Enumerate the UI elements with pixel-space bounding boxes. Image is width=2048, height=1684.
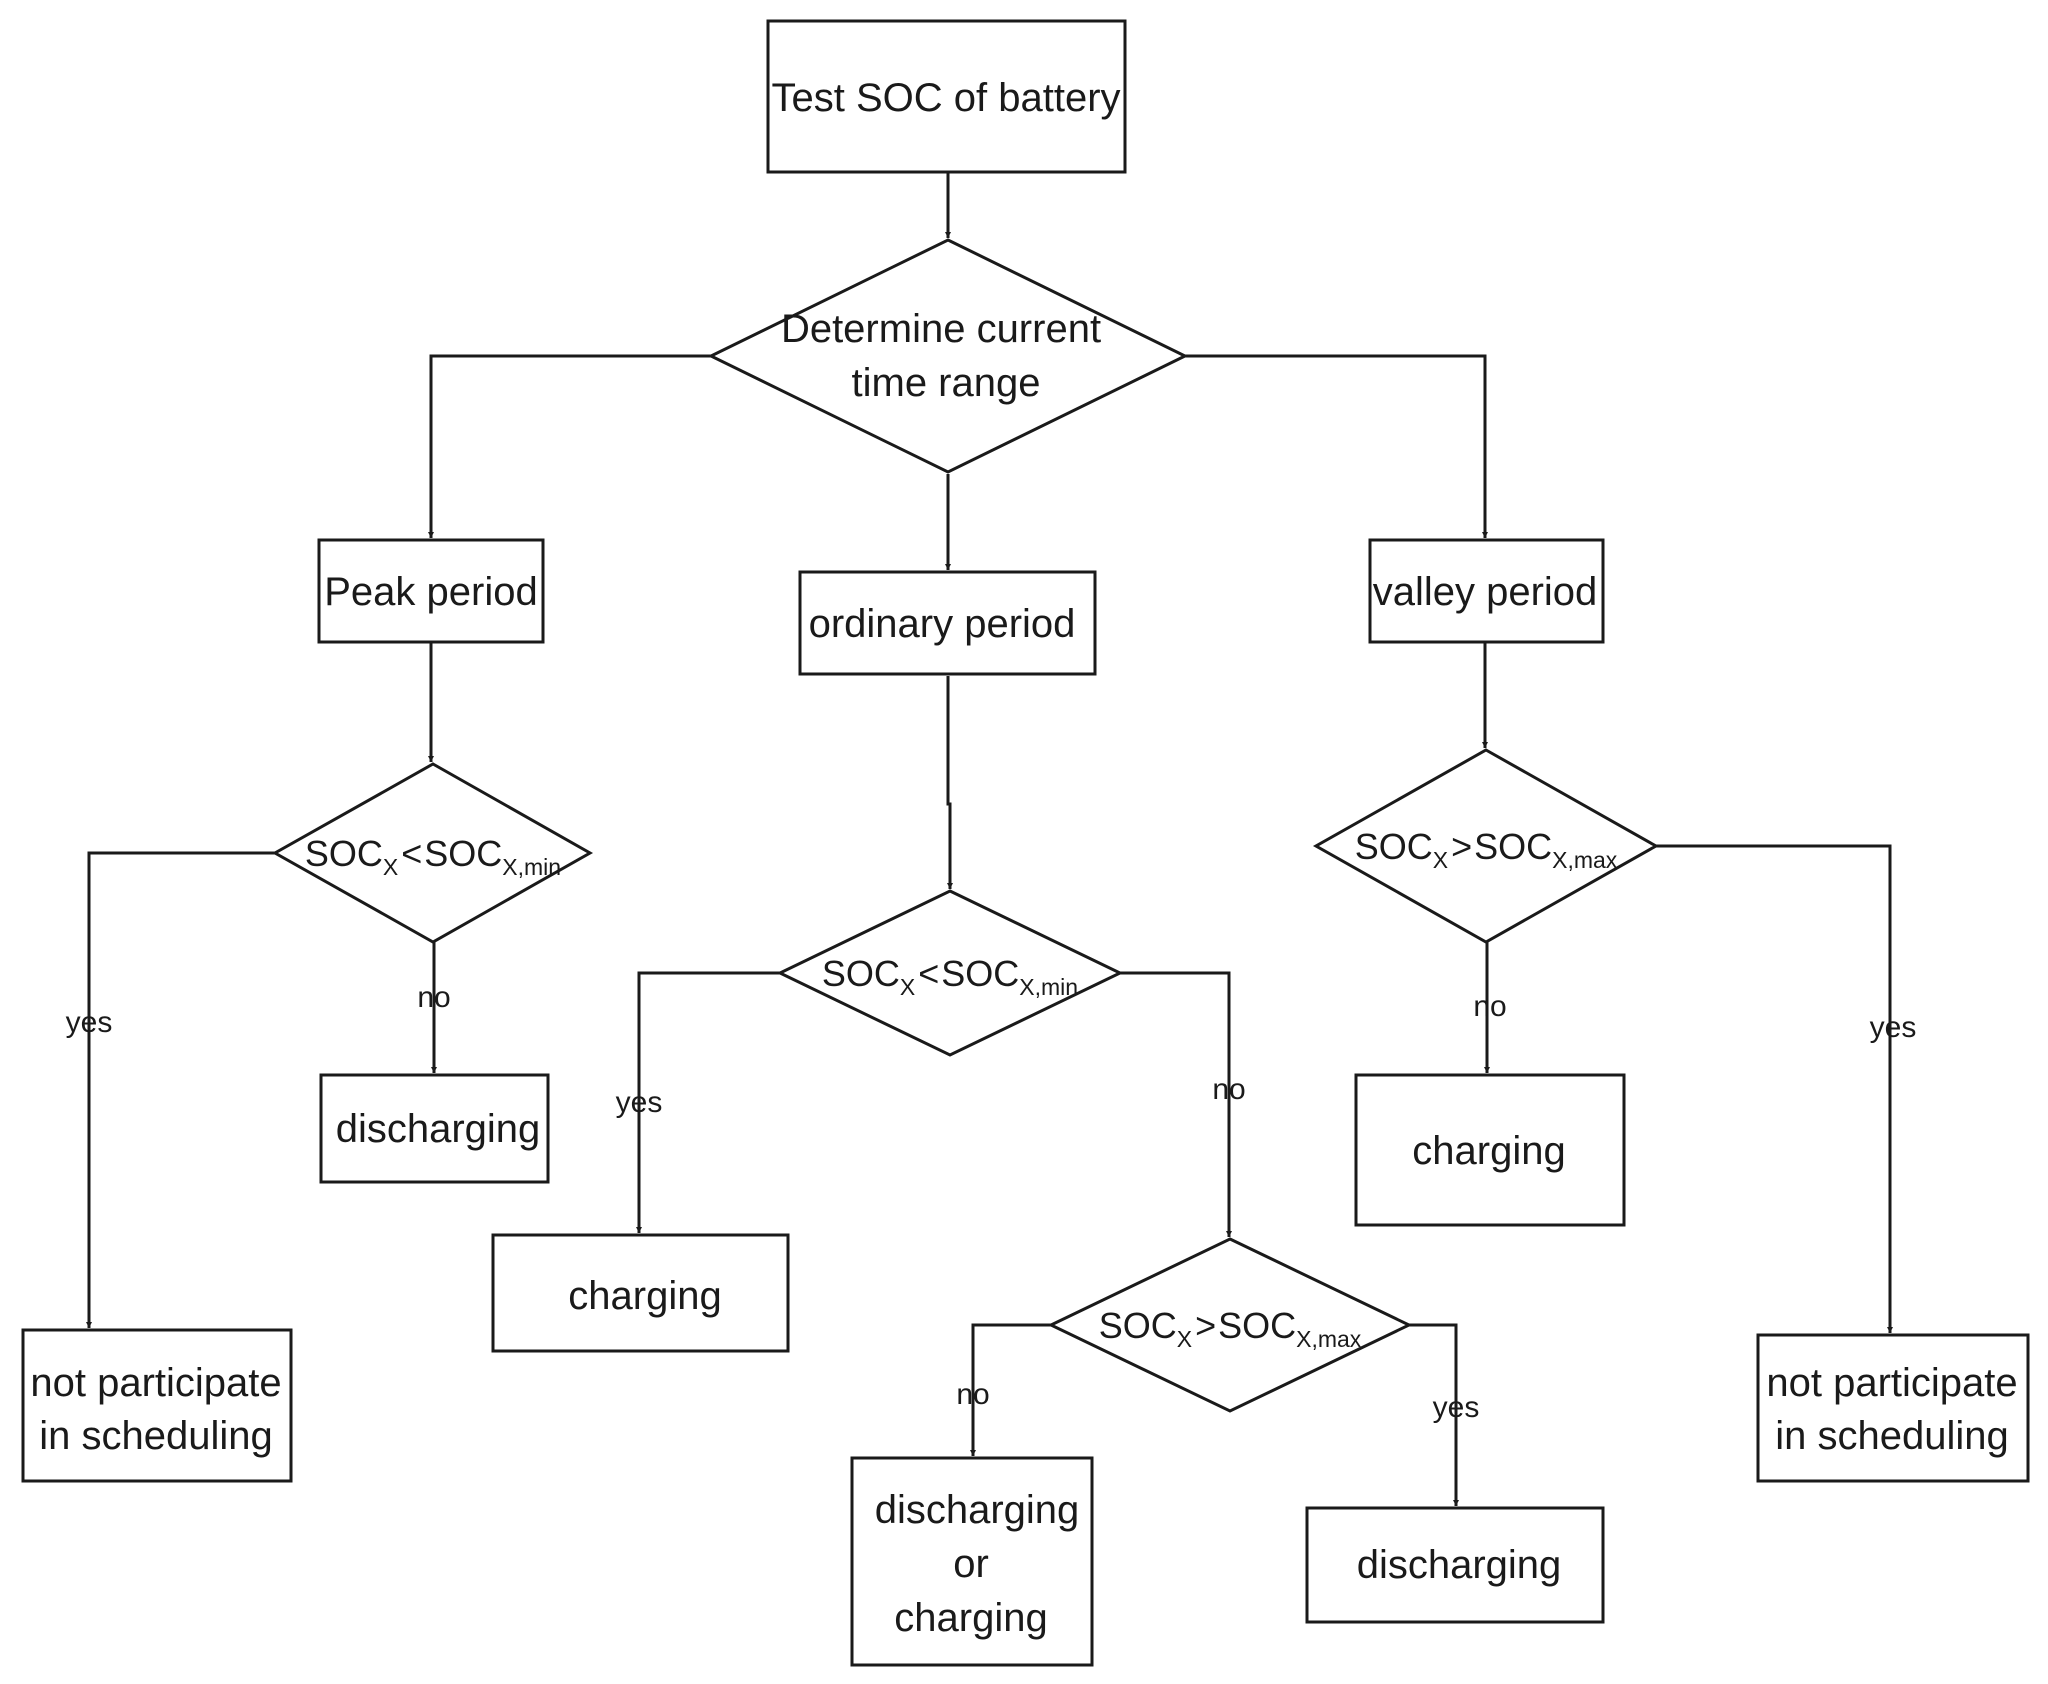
edge-label-valley-yes: yes [1870,1011,1917,1044]
node-ordinary: ordinary period [798,570,1097,676]
node-ordinary-condition-2-label: SOCX>SOCX,max [1099,1305,1362,1352]
edge-label-peak-no: no [417,981,450,1014]
node-ordinary-condition-1: SOCX<SOCX,min [776,889,1124,1057]
node-ordinary-condition-2: SOCX>SOCX,max [1047,1237,1413,1413]
node-ordinary-condition-1-shape [776,889,1124,1057]
node-start-label: Test SOC of battery [771,76,1120,120]
node-valley-yes-outcome-box [1756,1333,2030,1483]
edge-ord-cond2-yes [1409,1323,1459,1506]
node-ordinary-no-yes-outcome-label: discharging [1357,1543,1562,1587]
node-peak-no-outcome-box [319,1073,550,1184]
node-time-decision-shape [707,238,1189,474]
node-valley-yes-outcome-line-2: in scheduling [1775,1414,2009,1458]
node-ordinary-yes-outcome-label: charging [568,1274,721,1318]
node-start: Test SOC of battery [766,19,1127,174]
node-valley-yes-outcome-line-1: not participate [1766,1361,2017,1405]
edge-label-ord1-no: no [1212,1073,1245,1106]
node-peak-yes-outcome-box [21,1328,293,1483]
node-peak-yes-outcome-line-2: in scheduling [39,1414,273,1458]
edge-valley-cond-yes [1656,844,1893,1333]
node-peak-no-outcome: discharging [319,1073,550,1184]
node-time-decision-line-2: time range [852,361,1041,405]
node-valley: valley period [1368,538,1605,644]
edge-labels: yes no yes no no yes no yes [66,981,1917,1424]
node-valley-yes-outcome: not participate in scheduling [1756,1333,2030,1483]
node-peak-no-outcome-label: discharging [336,1107,541,1151]
connectors [86,172,1893,1506]
node-valley-no-outcome-label: charging [1412,1129,1565,1173]
node-ordinary-no-no-outcome: discharging or charging [850,1456,1094,1667]
node-ordinary-no-no-outcome-line-2: or [953,1542,989,1586]
node-peak-label: Peak period [324,570,537,614]
edge-peak-cond-yes [86,851,275,1328]
node-time-decision: Determine current time range [707,238,1189,474]
edge-ord-cond1-no [1120,971,1232,1237]
node-valley-box [1368,538,1605,644]
node-valley-condition: SOCX>SOCX,max [1312,748,1660,944]
node-ordinary-no-yes-outcome: discharging [1305,1506,1605,1624]
edge-ord-cond2-no [970,1323,1051,1456]
node-valley-no-outcome: charging [1354,1073,1626,1227]
node-ordinary-label: ordinary period [809,602,1076,646]
node-ordinary-no-no-outcome-box [850,1456,1094,1667]
node-ordinary-no-no-outcome-line-1: discharging [875,1488,1080,1532]
edge-label-peak-yes: yes [66,1006,113,1039]
node-ordinary-condition-1-label: SOCX<SOCX,min [822,953,1078,1000]
edge-label-ord2-no: no [956,1378,989,1411]
node-peak-condition: SOCX<SOCX,min [271,762,594,944]
node-time-decision-line-1: Determine current [781,307,1101,351]
edge-label-ord2-yes: yes [1433,1391,1480,1424]
node-valley-condition-shape [1312,748,1660,944]
node-valley-label: valley period [1373,570,1598,614]
node-ordinary-no-no-outcome-line-3: charging [894,1596,1047,1640]
node-valley-condition-label: SOCX>SOCX,max [1355,826,1618,873]
node-start-box [766,19,1127,174]
edge-ord-cond1-yes [636,971,780,1233]
node-ordinary-yes-outcome: charging [491,1233,790,1353]
edge-label-ord1-yes: yes [616,1086,663,1119]
edge-decision-to-valley [1185,354,1488,538]
edge-ordinary-to-cond1 [946,676,953,889]
node-peak-condition-shape [271,762,594,944]
node-peak: Peak period [317,538,545,644]
node-peak-yes-outcome: not participate in scheduling [21,1328,293,1483]
node-ordinary-yes-outcome-box [491,1233,790,1353]
edge-label-valley-no: no [1473,990,1506,1023]
node-peak-box [317,538,545,644]
node-peak-condition-label: SOCX<SOCX,min [305,833,561,880]
node-ordinary-condition-2-shape [1047,1237,1413,1413]
node-valley-no-outcome-box [1354,1073,1626,1227]
edge-decision-to-peak [428,354,711,538]
node-peak-yes-outcome-line-1: not participate [30,1361,281,1405]
node-ordinary-no-yes-outcome-box [1305,1506,1605,1624]
node-ordinary-box [798,570,1097,676]
